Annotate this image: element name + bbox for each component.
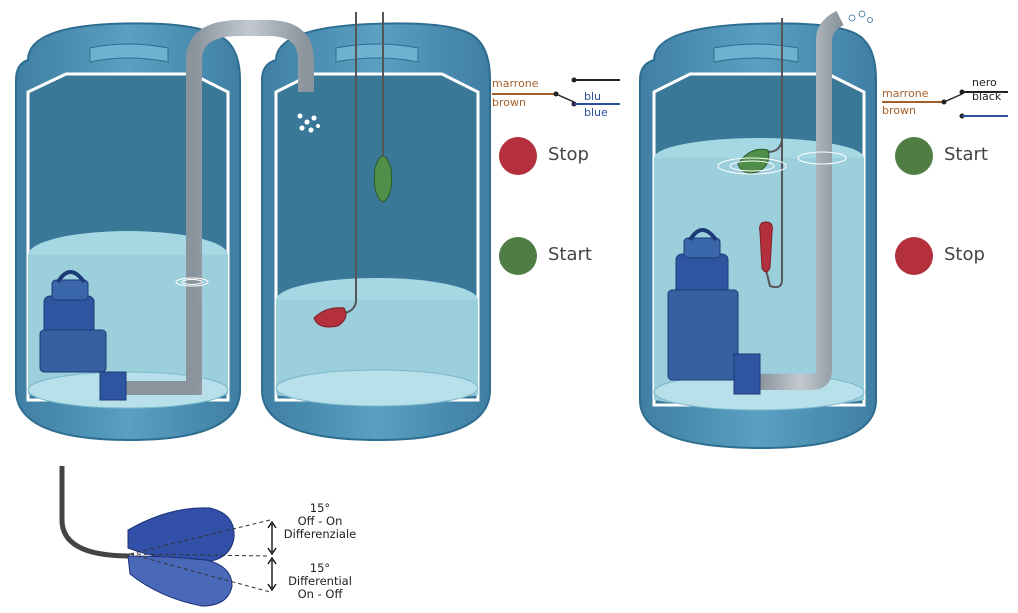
wire-label-blu-left: blu: [584, 90, 602, 103]
upper-line1: Off - On: [297, 514, 343, 528]
wire-label-brown-right: brown: [882, 104, 916, 117]
switch-diagram-right: [882, 89, 1008, 119]
wire-label-blue-left: blue: [584, 106, 608, 119]
status-lamp-right-top: [895, 137, 933, 175]
float-cable-right: [765, 18, 783, 289]
wire-label-brown-left: brown: [492, 96, 526, 109]
tank-left: [15, 22, 241, 442]
lower-line2: On - Off: [297, 587, 343, 601]
wire-label-marrone-left: marrone: [492, 77, 539, 90]
status-label-right-bottom: Stop: [944, 244, 985, 265]
green-float-icon: [373, 155, 393, 203]
red-float-icon: [313, 307, 347, 328]
status-lamp-right-bottom: [895, 237, 933, 275]
wire-label-nero-right: nero: [972, 76, 997, 89]
differential-upper-label: 15° Off - On Differenziale: [280, 502, 360, 541]
wire-label-black-right: black: [972, 90, 1002, 103]
float-switch-detail: [59, 466, 277, 607]
float-lower-position-icon: [127, 555, 233, 607]
ripple-right: [717, 151, 847, 175]
switch-diagram-left: [492, 77, 620, 107]
ripple-left: [175, 277, 209, 287]
upper-angle: 15°: [309, 501, 331, 515]
lower-angle: 15°: [309, 561, 331, 575]
red-float-right-icon: [759, 221, 773, 273]
status-label-left-top: Stop: [548, 144, 589, 165]
upper-line2: Differenziale: [283, 527, 357, 541]
status-lamp-left-bottom: [499, 237, 537, 275]
wire-label-marrone-right: marrone: [882, 87, 929, 100]
water-spray-icon: [296, 112, 321, 134]
differential-lower-label: 15° Differential On - Off: [280, 562, 360, 601]
outflow-spray-icon: [848, 10, 873, 23]
discharge-pipe-left: [186, 20, 314, 395]
discharge-pipe-right: [760, 10, 844, 390]
tank-middle: [261, 22, 491, 442]
status-label-right-top: Start: [944, 144, 988, 165]
lower-line1: Differential: [288, 574, 352, 588]
pump-right-icon: [667, 228, 761, 395]
status-label-left-bottom: Start: [548, 244, 592, 265]
pump-left-icon: [39, 270, 127, 401]
float-upper-position-icon: [127, 507, 235, 563]
status-lamp-left-top: [499, 137, 537, 175]
